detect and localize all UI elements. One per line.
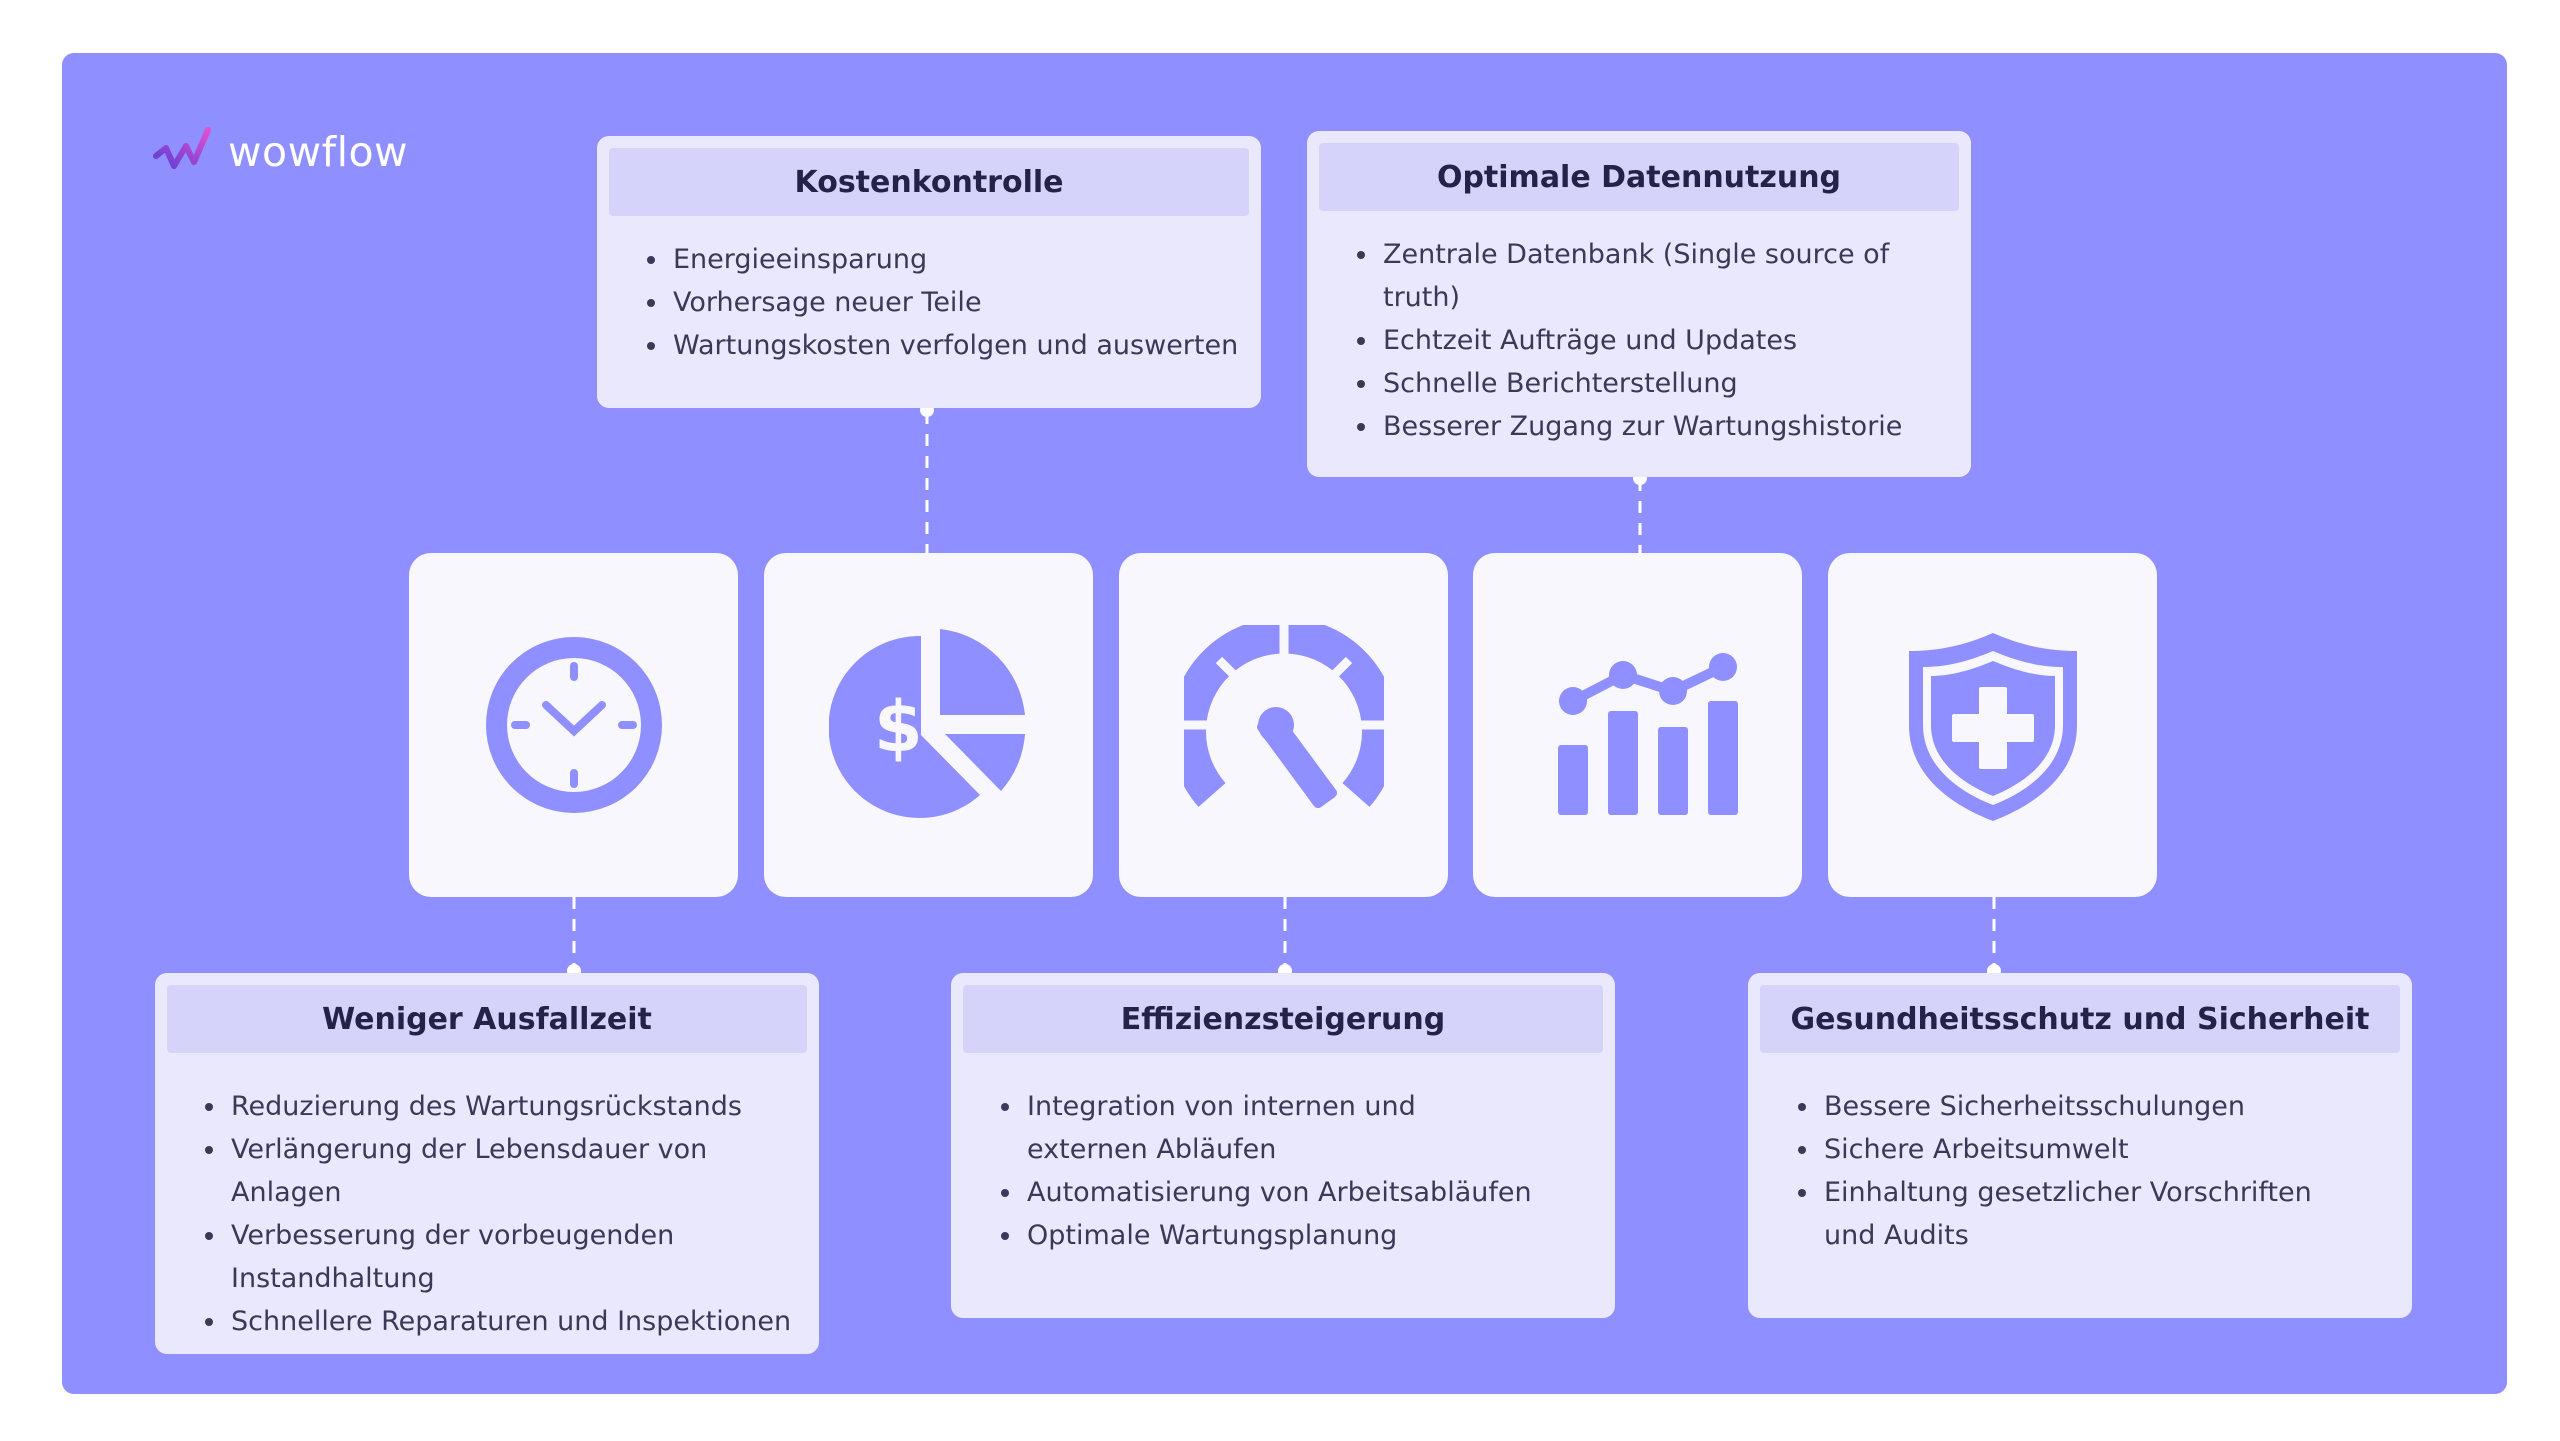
list-item: Schnellere Reparaturen und Inspektionen	[205, 1300, 807, 1343]
list-item: Verbesserung der vorbeugenden Instandhal…	[205, 1214, 807, 1300]
card-list: Energieeinsparung Vorhersage neuer Teile…	[609, 238, 1249, 367]
list-item: Integration von internen und externen Ab…	[1001, 1085, 1543, 1171]
svg-text:$: $	[874, 686, 923, 768]
list-item: Bessere Sicherheitsschulungen	[1798, 1085, 2350, 1128]
card-weniger-ausfallzeit: Weniger Ausfallzeit Reduzierung des Wart…	[155, 973, 819, 1354]
list-item: Wartungskosten verfolgen und auswerten	[647, 324, 1249, 367]
tile-bar-chart	[1473, 553, 1802, 897]
brand-logo: wowflow	[152, 126, 408, 178]
card-effizienzsteigerung: Effizienzsteigerung Integration von inte…	[951, 973, 1615, 1318]
list-item: Schnelle Berichterstellung	[1357, 362, 1959, 405]
list-item: Echtzeit Aufträge und Updates	[1357, 319, 1959, 362]
tile-shield	[1828, 553, 2157, 897]
speedometer-icon	[1183, 625, 1384, 808]
pie-chart-dollar-icon: $	[828, 629, 1025, 818]
card-title: Kostenkontrolle	[609, 148, 1249, 216]
list-item: Energieeinsparung	[647, 238, 1249, 281]
card-list: Reduzierung des Wartungsrückstands Verlä…	[167, 1085, 807, 1343]
list-item: Besserer Zugang zur Wartungshistorie	[1357, 405, 1959, 448]
card-list: Integration von internen und externen Ab…	[963, 1085, 1603, 1257]
bar-line-chart-icon	[1557, 653, 1738, 815]
list-item: Vorhersage neuer Teile	[647, 281, 1249, 324]
list-item: Zentrale Datenbank (Single source of tru…	[1357, 233, 1959, 319]
tile-clock	[409, 553, 738, 897]
card-title: Weniger Ausfallzeit	[167, 985, 807, 1053]
list-item: Optimale Wartungsplanung	[1001, 1214, 1543, 1257]
brand-name: wowflow	[228, 128, 409, 176]
tile-pie-chart: $	[764, 553, 1093, 897]
list-item: Automatisierung von Arbeitsabläufen	[1001, 1171, 1543, 1214]
shield-plus-icon	[1908, 633, 2077, 821]
clock-icon	[485, 637, 662, 813]
card-list: Bessere Sicherheitsschulungen Sichere Ar…	[1760, 1085, 2400, 1257]
wave-check-icon	[153, 127, 211, 169]
card-title: Effizienzsteigerung	[963, 985, 1603, 1053]
tile-speedometer	[1119, 553, 1448, 897]
card-title: Gesundheitsschutz und Sicherheit	[1760, 985, 2400, 1053]
list-item: Reduzierung des Wartungsrückstands	[205, 1085, 807, 1128]
list-item: Einhaltung gesetzlicher Vorschriften und…	[1798, 1171, 2350, 1257]
card-optimale-datennutzung: Optimale Datennutzung Zentrale Datenbank…	[1307, 131, 1971, 477]
card-gesundheitsschutz-und-sicherheit: Gesundheitsschutz und Sicherheit Bessere…	[1748, 973, 2412, 1318]
card-kostenkontrolle: Kostenkontrolle Energieeinsparung Vorher…	[597, 136, 1261, 408]
card-list: Zentrale Datenbank (Single source of tru…	[1319, 233, 1959, 448]
list-item: Verlängerung der Lebensdauer von Anlagen	[205, 1128, 807, 1214]
card-title: Optimale Datennutzung	[1319, 143, 1959, 211]
list-item: Sichere Arbeitsumwelt	[1798, 1128, 2350, 1171]
